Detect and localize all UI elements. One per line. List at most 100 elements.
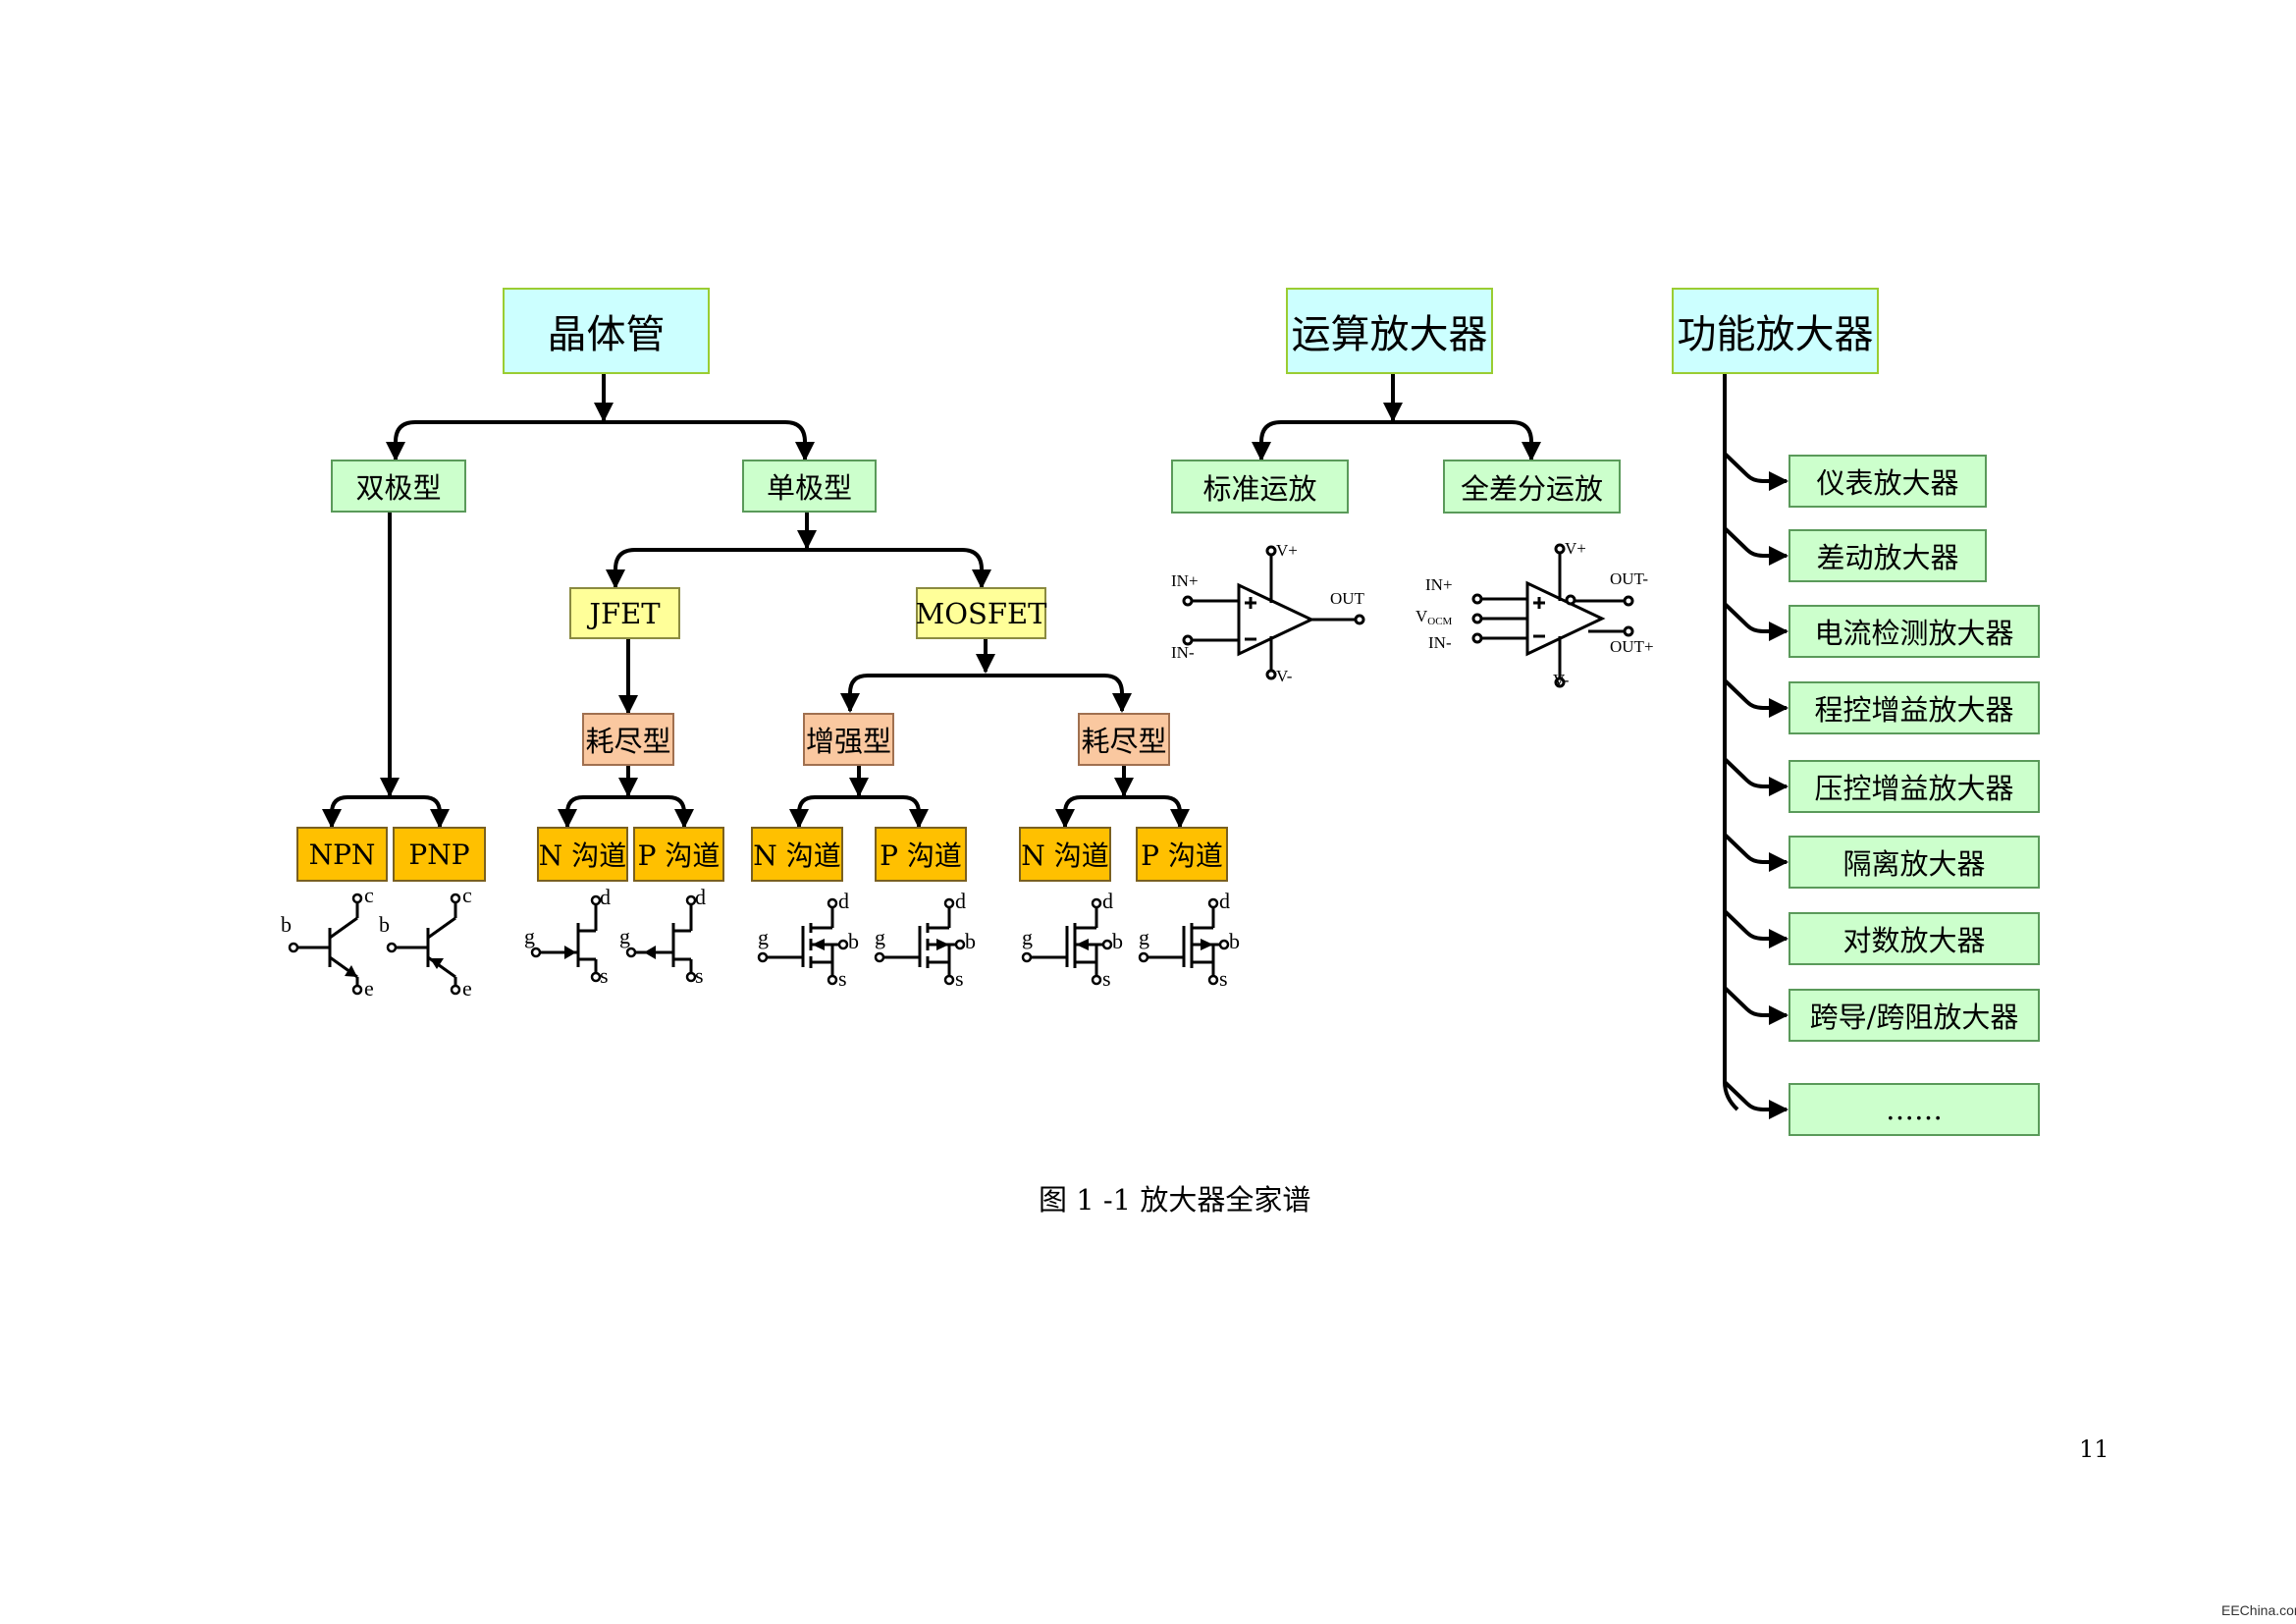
- functional-branch-arrow: [1723, 833, 1789, 872]
- arrow-head: [345, 965, 357, 977]
- standard-opamp-symbol: [1182, 545, 1365, 680]
- pin-terminal: [827, 974, 838, 986]
- pin-terminal: [590, 894, 602, 906]
- functional-branch-arrow: [1723, 452, 1789, 491]
- branch-fet: [614, 548, 984, 585]
- pin-label-b: b: [281, 912, 292, 937]
- fd-v-minus-label: V-: [1553, 671, 1570, 689]
- pin-label-s: s: [695, 963, 704, 988]
- pin-label-c: c: [364, 883, 374, 907]
- pin-terminal: [1021, 951, 1033, 963]
- functional-item-box: 程控增益放大器: [1789, 681, 2040, 734]
- pin-label-b: b: [379, 912, 390, 937]
- pin-terminal: [288, 942, 299, 953]
- arrow-head: [644, 946, 656, 959]
- jfet-depletion-box: 耗尽型: [582, 713, 674, 766]
- pin-terminal: [1091, 897, 1102, 909]
- pin-label-s: s: [600, 963, 609, 988]
- pin-terminal: [685, 971, 697, 983]
- mos-enhancement-box: 增强型: [803, 713, 894, 766]
- dep-n-channel-box: N 沟道: [1019, 827, 1111, 882]
- enh-p-channel-box: P 沟道: [875, 827, 967, 882]
- pin-label-g: g: [1022, 925, 1033, 949]
- pin-label-d: d: [600, 885, 611, 909]
- figure-caption: 图 1 -1 放大器全家谱: [1039, 1183, 1311, 1217]
- pin-label-d: d: [838, 889, 849, 913]
- branch-dep-np: [1063, 795, 1182, 823]
- fd-vocm-sub: OCM: [1427, 616, 1452, 627]
- pin-terminal: [386, 942, 398, 953]
- pin-label-g: g: [875, 925, 885, 949]
- pin-label-d: d: [955, 889, 966, 913]
- pin-label-b: b: [1229, 929, 1240, 953]
- npn-box: NPN: [296, 827, 388, 882]
- arrow-head: [812, 939, 825, 950]
- arrow-head: [430, 958, 444, 969]
- fd-v-plus-label: V+: [1565, 539, 1586, 558]
- branch-opamp: [1259, 420, 1533, 458]
- pin-label-d: d: [695, 885, 706, 909]
- pin-terminal: [1091, 974, 1102, 986]
- pin-terminal: [1207, 974, 1219, 986]
- functional-branch-arrow: [1723, 526, 1789, 566]
- enh-n-channel-box: N 沟道: [751, 827, 843, 882]
- pin-terminal: [685, 894, 697, 906]
- pin-label-e: e: [462, 976, 472, 1001]
- bipolar-box: 双极型: [331, 460, 466, 513]
- pin-terminal: [530, 947, 542, 958]
- functional-item-box: 电流检测放大器: [1789, 605, 2040, 658]
- fd-vocm-label: VOCM: [1415, 607, 1453, 627]
- pin-terminal: [590, 971, 602, 983]
- unipolar-box: 单极型: [742, 460, 877, 513]
- pin-terminal: [757, 951, 769, 963]
- branch-transistor: [394, 420, 807, 458]
- pin-label-e: e: [364, 976, 374, 1001]
- mos-depletion-box: 耗尽型: [1078, 713, 1170, 766]
- fd-out-plus-label: OUT+: [1610, 637, 1654, 656]
- pin-terminal: [1207, 897, 1219, 909]
- arrow-head: [936, 939, 949, 950]
- std-v-plus-label: V+: [1276, 541, 1298, 560]
- pin-terminal: [954, 939, 966, 950]
- functional-branch-arrow: [1723, 1080, 1789, 1119]
- pin-terminal: [943, 974, 955, 986]
- pin-label-g: g: [1139, 925, 1149, 949]
- std-in-minus-label: IN-: [1171, 643, 1195, 662]
- pin-label-s: s: [1102, 966, 1111, 991]
- pin-terminal: [351, 984, 363, 996]
- pin-terminal: [827, 897, 838, 909]
- pin-label-g: g: [758, 925, 769, 949]
- fd-in-plus-label: IN+: [1425, 575, 1453, 594]
- functional-branch-arrow: [1723, 909, 1789, 948]
- pin-label-g: g: [524, 924, 535, 948]
- functional-item-box: 压控增益放大器: [1789, 760, 2040, 813]
- opamp-root-box: 运算放大器: [1286, 288, 1493, 374]
- functional-item-box: 跨导/跨阻放大器: [1789, 989, 2040, 1042]
- functional-branch-arrow: [1723, 986, 1789, 1025]
- functional-item-box: ……: [1789, 1083, 2040, 1136]
- pin-terminal: [837, 939, 849, 950]
- standard-opamp-box: 标准运放: [1171, 460, 1349, 514]
- arrow-head: [1076, 939, 1089, 950]
- pin-label-d: d: [1102, 889, 1113, 913]
- fd-vocm-main: V: [1415, 607, 1428, 625]
- fully-differential-opamp-symbol: [1471, 543, 1634, 688]
- pin-label-s: s: [1219, 966, 1228, 991]
- functional-item-box: 隔离放大器: [1789, 836, 2040, 889]
- arrow-head: [564, 946, 576, 959]
- functional-item-box: 对数放大器: [1789, 912, 2040, 965]
- functional-branch-arrow: [1723, 678, 1789, 718]
- branch-bjt: [330, 795, 442, 823]
- branch-jfet-np: [565, 795, 686, 823]
- jfet-n-channel-box: N 沟道: [537, 827, 628, 882]
- page-number: 11: [2079, 1435, 2109, 1463]
- pin-label-s: s: [955, 966, 964, 991]
- pin-label-b: b: [965, 929, 976, 953]
- pin-label-g: g: [619, 924, 630, 948]
- std-in-plus-label: IN+: [1171, 571, 1199, 590]
- footer-watermark: EEChina.com: [2221, 1602, 2296, 1618]
- symbol-line: [329, 916, 358, 940]
- fd-out-minus-label: OUT-: [1610, 569, 1648, 588]
